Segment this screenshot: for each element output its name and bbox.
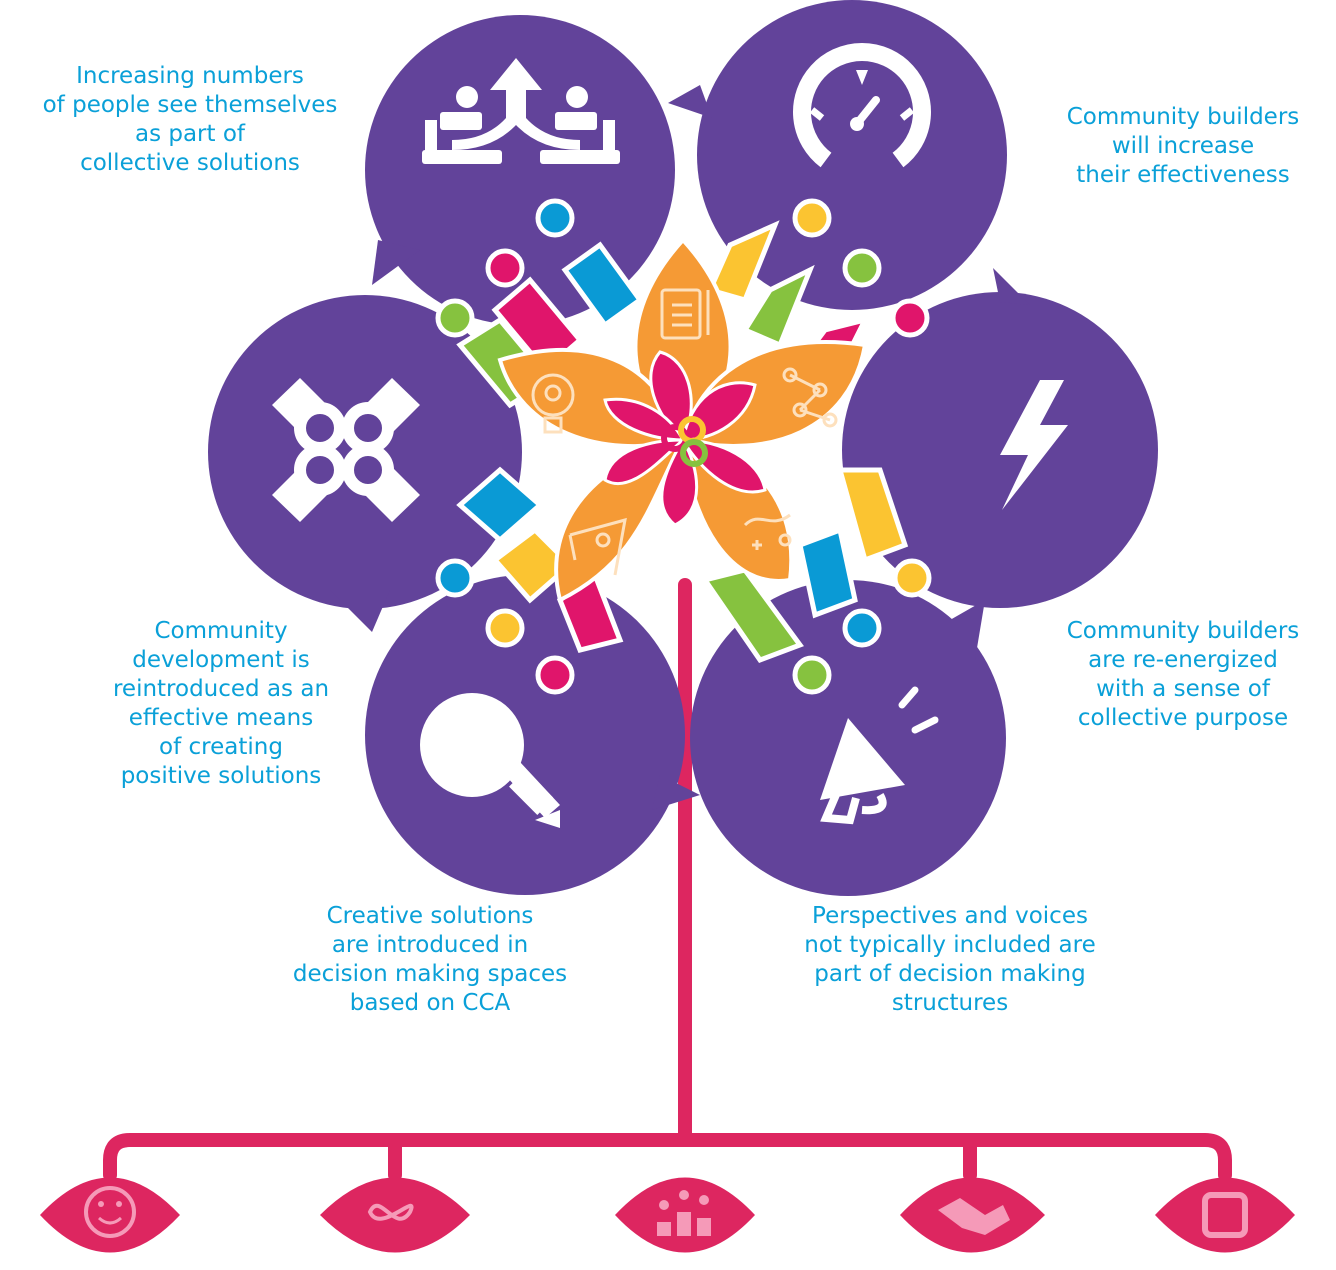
person-head-blue: [435, 558, 475, 598]
petal-icons: [531, 288, 838, 576]
infinity-lightbulbs-icon: [320, 1177, 470, 1253]
center-logo: [661, 416, 708, 467]
outcome-text-effectiveness: Community builders will increase their e…: [1066, 104, 1300, 188]
person-head-blue: [842, 608, 882, 648]
stem-roots: [103, 578, 1232, 1182]
puzzle-lightbulb-icon: [420, 693, 560, 828]
person-arrow-blue-left: [456, 466, 544, 544]
person-head-magenta: [535, 655, 575, 695]
outcome-text-creative-solutions: Creative solutions are introduced in dec…: [292, 903, 568, 1016]
person-head-green: [842, 248, 882, 288]
lightning-bolt-icon: [1000, 380, 1068, 510]
person-arrow-green-bottom: [700, 567, 804, 664]
root-icons: [40, 1177, 1295, 1253]
person-head-magenta: [485, 248, 525, 288]
speedometer-icon: [793, 43, 931, 168]
puzzle-circles-icon: [272, 378, 420, 522]
person-head-green: [435, 298, 475, 338]
megaphone-icon: [820, 686, 939, 825]
flag-cloud-icon: [568, 517, 627, 576]
people-podium-icon: [615, 1177, 755, 1253]
bubble-bottom-left: [365, 575, 700, 895]
person-head-blue: [535, 198, 575, 238]
person-arrow-blue-top: [561, 241, 644, 329]
person-arrow-yellow-top: [706, 220, 780, 304]
bubble-right: [842, 268, 1158, 608]
clipboard-checklist-icon: [660, 288, 710, 340]
network-nodes-icon: [782, 367, 838, 428]
outcome-text-perspectives-voices: Perspectives and voices not typically in…: [804, 903, 1096, 1016]
person-arrow-magenta-top: [491, 276, 584, 374]
collaboration-arrows-icon: [422, 58, 620, 164]
person-head-yellow: [892, 558, 932, 598]
person-head-yellow: [792, 198, 832, 238]
person-head-green: [792, 655, 832, 695]
outcome-text-collective-solutions: Increasing numbers of people see themsel…: [42, 63, 338, 176]
bubble-top-right: [668, 0, 1007, 310]
handshake-icon: [900, 1177, 1045, 1253]
person-arrow-yellow-right: [836, 467, 909, 564]
person-arrow-blue-right: [797, 526, 858, 619]
smiley-face-icon: [40, 1177, 180, 1253]
strategy-play-icon: [743, 513, 792, 550]
person-head-yellow: [485, 608, 525, 648]
outcome-text-community-development: Community development is reintroduced as…: [112, 618, 330, 789]
person-arrow-green-right: [741, 264, 815, 349]
hands-circle-icon: [1155, 1177, 1295, 1253]
lightbulb-gear-icon: [531, 373, 575, 434]
person-head-magenta: [890, 298, 930, 338]
outcome-text-re-energized: Community builders are re-energized with…: [1066, 618, 1300, 731]
bubble-icons: [272, 43, 1068, 828]
